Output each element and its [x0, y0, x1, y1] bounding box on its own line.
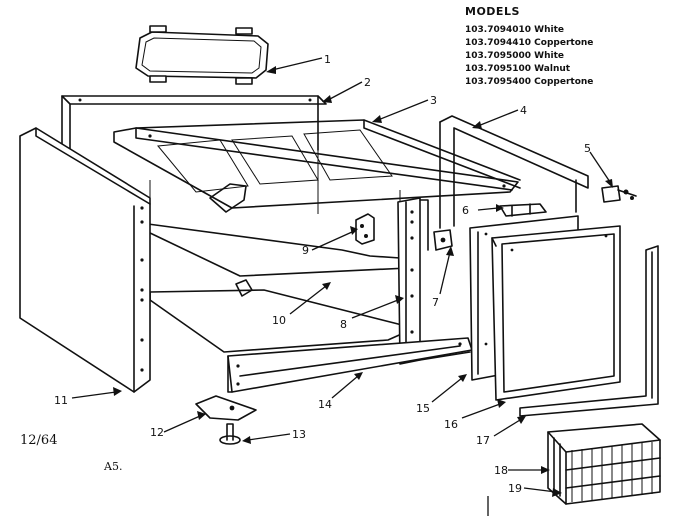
callout-10: 10	[272, 314, 286, 327]
callout-15: 15	[416, 402, 430, 415]
callout-14: 14	[318, 398, 332, 411]
callout-11: 11	[54, 394, 68, 407]
part-7-catch	[433, 229, 453, 251]
model-line-1: 103.7094010 White	[465, 25, 564, 35]
model-line-5: 103.7095400 Coppertone	[465, 77, 593, 87]
part-8-front-post	[397, 197, 471, 365]
callout-17: 17	[476, 434, 490, 447]
page-code: A5.	[103, 460, 122, 473]
part-13-leveler-screw	[219, 423, 241, 445]
model-line-3: 103.7095000 White	[465, 51, 564, 61]
part-3-top-frame	[113, 119, 521, 213]
models-legend: MODELS 103.7094010 White 103.7094410 Cop…	[465, 5, 593, 87]
part-1-top-plate	[135, 25, 269, 85]
callout-12: 12	[150, 426, 164, 439]
callout-13: 13	[292, 428, 306, 441]
part-14-base-rail	[227, 337, 473, 393]
callout-8: 8	[340, 318, 347, 331]
callout-18: 18	[494, 464, 508, 477]
date-stamp: 12/64	[20, 433, 57, 448]
part-11-side-panel	[19, 127, 151, 393]
part-16-door-front	[491, 225, 621, 401]
callout-2: 2	[364, 76, 371, 89]
part-4-door-frame	[439, 115, 589, 229]
part-18-19-basket	[547, 423, 661, 505]
part-6-magnet	[499, 203, 547, 217]
callout-4: 4	[520, 104, 527, 117]
leader-lines	[71, 57, 613, 516]
model-line-4: 103.7095100 Walnut	[465, 64, 571, 74]
callout-3: 3	[430, 94, 437, 107]
callout-9: 9	[302, 244, 309, 257]
callout-7: 7	[432, 296, 439, 309]
part-5-hinge	[601, 185, 637, 203]
model-line-2: 103.7094410 Coppertone	[465, 38, 593, 48]
callout-19: 19	[508, 482, 522, 495]
callout-16: 16	[444, 418, 458, 431]
callout-1: 1	[324, 53, 331, 66]
callout-numbers: 1 2 3 4 5 6 7 8 9 10 11 14 15 16 17 12 1…	[54, 53, 591, 495]
part-9-latch	[355, 213, 375, 245]
part-12-leveler-plate	[195, 395, 257, 421]
models-title: MODELS	[465, 5, 520, 18]
callout-5: 5	[584, 142, 591, 155]
callout-6: 6	[462, 204, 469, 217]
part-17-trim	[519, 245, 659, 417]
